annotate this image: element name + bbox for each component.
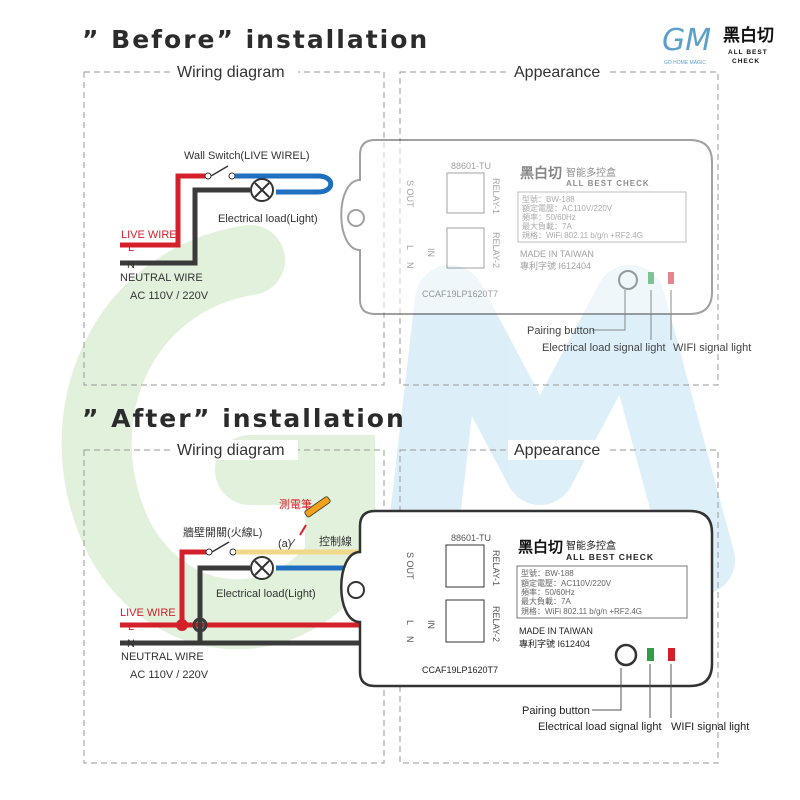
before-callouts: Pairing button Electrical load signal li… xyxy=(527,290,751,354)
before-n: N xyxy=(127,259,135,271)
after-wiring-label: Wiring diagram xyxy=(177,442,285,459)
before-wiring-label: Wiring diagram xyxy=(177,64,285,81)
svg-text:IN: IN xyxy=(426,248,436,257)
svg-text:CCAF19LP1620T7: CCAF19LP1620T7 xyxy=(422,289,498,299)
svg-text:額定電壓：AC110V/220V: 額定電壓：AC110V/220V xyxy=(522,203,613,213)
before-l: L xyxy=(128,242,134,254)
svg-text:最大負載：7A: 最大負載：7A xyxy=(521,596,571,606)
after-wall-switch: 牆壁開關(火線L) xyxy=(183,525,262,539)
logo-mark: GM xyxy=(662,23,711,58)
after-live-wire: LIVE WIRE xyxy=(120,607,176,619)
after-title: ” After” installation xyxy=(82,404,406,433)
svg-text:黑白切: 黑白切 xyxy=(520,165,562,182)
after-wiring: 測電筆 牆壁開關(火線L) (a) 控制線 Electrical load(Li… xyxy=(120,496,418,681)
logo-cn: 黑白切 xyxy=(723,25,774,46)
after-load: Electrical load(Light) xyxy=(216,588,316,600)
after-l: L xyxy=(128,621,134,633)
before-ac: AC 110V / 220V xyxy=(130,290,209,302)
wifi-led-icon xyxy=(668,648,675,661)
svg-text:型號：BW-188: 型號：BW-188 xyxy=(522,194,575,204)
before-title: ” Before” installation xyxy=(82,25,429,54)
before-wifi-signal: WIFI signal light xyxy=(673,342,751,354)
pairing-button-icon xyxy=(614,643,638,667)
after-n: N xyxy=(127,638,135,650)
svg-text:額定電壓：AC110V/220V: 額定電壓：AC110V/220V xyxy=(521,578,612,588)
before-device: 88601-TU S OUT RELAY-1 RELAY-2 L N IN 黑白… xyxy=(340,139,713,315)
before-wall-switch: Wall Switch(LIVE WIREL) xyxy=(184,150,310,162)
tester-pen-icon xyxy=(289,496,331,547)
load-led-icon xyxy=(647,648,654,661)
svg-text:N: N xyxy=(405,262,415,269)
device-model-code: 88601-TU xyxy=(451,533,491,543)
brand-logo: GM GO HOME MAGIC 黑白切 ALL BEST CHECK xyxy=(662,23,774,66)
svg-text:RELAY-2: RELAY-2 xyxy=(491,232,501,268)
device-product-cn: 智能多控盒 xyxy=(566,539,616,552)
svg-text:專利字號 I612404: 專利字號 I612404 xyxy=(520,260,591,271)
after-callouts: Pairing button Electrical load signal li… xyxy=(522,664,749,733)
after-pairing: Pairing button xyxy=(522,705,590,717)
svg-text:規格：WiFi 802.11 b/g/n +RF2.4G: 規格：WiFi 802.11 b/g/n +RF2.4G xyxy=(521,606,642,616)
svg-text:專利字號 I612404: 專利字號 I612404 xyxy=(519,638,590,649)
after-neutral-wire: NEUTRAL WIRE xyxy=(121,651,204,663)
svg-text:頻率：50/60Hz: 頻率：50/60Hz xyxy=(522,212,576,222)
before-wiring: Wall Switch(LIVE WIREL) Electrical load(… xyxy=(120,150,334,302)
svg-text:MADE IN TAIWAN: MADE IN TAIWAN xyxy=(519,626,593,636)
device-brand-cn: 黑白切 xyxy=(518,538,563,556)
after-a: (a) xyxy=(278,538,291,550)
svg-text:IN: IN xyxy=(426,620,436,629)
svg-text:L: L xyxy=(405,620,415,625)
after-wifi-signal: WIFI signal light xyxy=(671,721,749,733)
before-live-wire: LIVE WIRE xyxy=(121,229,177,241)
before-appearance-label: Appearance xyxy=(514,64,600,81)
svg-text:最大負載：7A: 最大負載：7A xyxy=(522,221,572,231)
svg-text:MADE IN TAIWAN: MADE IN TAIWAN xyxy=(520,249,594,259)
logo-tagline: GO HOME MAGIC xyxy=(664,60,706,66)
before-neutral-wire: NEUTRAL WIRE xyxy=(120,272,203,284)
svg-text:S OUT: S OUT xyxy=(405,180,415,208)
svg-text:智能多控盒: 智能多控盒 xyxy=(566,166,616,179)
after-device: 88601-TU S OUT RELAY-1 RELAY-2 L N IN 黑白… xyxy=(340,509,714,688)
svg-text:ALL BEST CHECK: ALL BEST CHECK xyxy=(566,179,650,188)
before-load: Electrical load(Light) xyxy=(218,213,318,225)
after-appearance-label: Appearance xyxy=(514,442,600,459)
svg-text:RELAY-1: RELAY-1 xyxy=(491,178,501,214)
after-load-signal: Electrical load signal light xyxy=(538,721,662,733)
svg-text:S OUT: S OUT xyxy=(405,552,415,580)
svg-text:RELAY-2: RELAY-2 xyxy=(491,606,501,642)
svg-text:規格：WiFi 802.11 b/g/n +RF2.4G: 規格：WiFi 802.11 b/g/n +RF2.4G xyxy=(522,230,643,240)
svg-text:L: L xyxy=(405,245,415,250)
device-brand-en: ALL BEST CHECK xyxy=(566,552,654,562)
svg-text:N: N xyxy=(405,636,415,643)
before-pairing: Pairing button xyxy=(527,325,595,337)
after-tester: 測電筆 xyxy=(279,497,312,511)
svg-text:頻率：50/60Hz: 頻率：50/60Hz xyxy=(521,587,575,597)
after-ac: AC 110V / 220V xyxy=(130,669,209,681)
logo-en-1: ALL BEST xyxy=(728,49,768,56)
svg-text:CCAF19LP1620T7: CCAF19LP1620T7 xyxy=(422,665,498,675)
svg-text:RELAY-1: RELAY-1 xyxy=(491,550,501,586)
svg-text:型號：BW-188: 型號：BW-188 xyxy=(521,568,574,578)
svg-text:88601-TU: 88601-TU xyxy=(451,161,491,171)
watermark-logo xyxy=(61,225,735,650)
logo-en-2: CHECK xyxy=(732,58,760,65)
before-load-signal: Electrical load signal light xyxy=(542,342,666,354)
after-control-wire: 控制線 xyxy=(319,534,352,548)
